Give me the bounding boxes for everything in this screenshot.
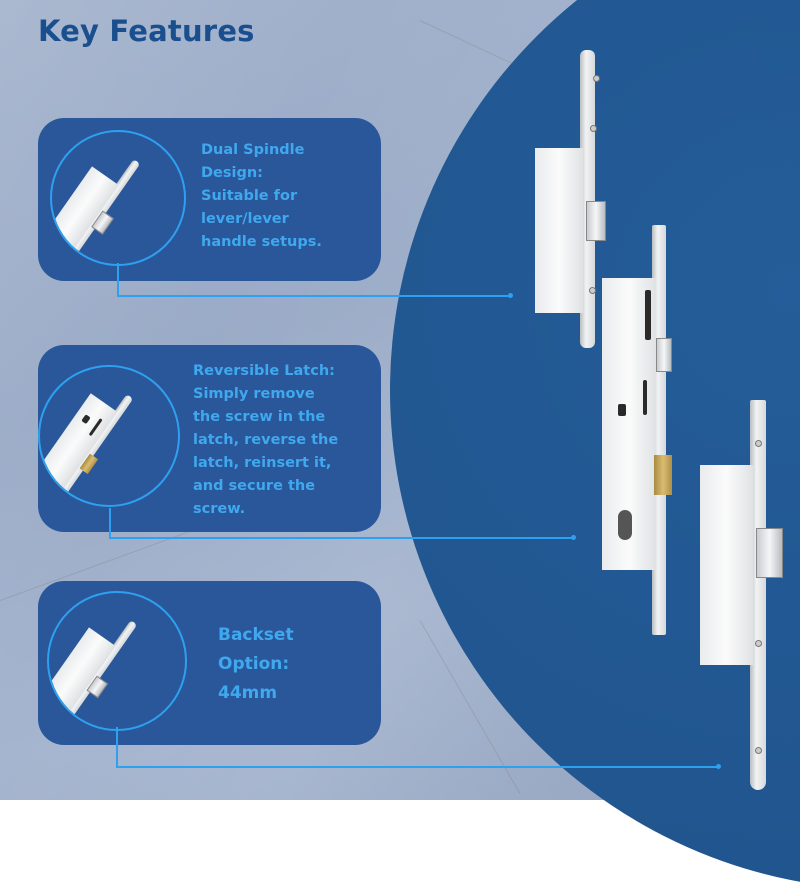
connector-dot-2 xyxy=(571,535,576,540)
lock-case-deadbolt-image xyxy=(50,130,186,266)
connector-line-2-vertical xyxy=(109,508,111,538)
connector-dot-1 xyxy=(508,293,513,298)
feature-text-backset-option: Backset Option: 44mm xyxy=(218,625,294,703)
connector-line-1-vertical xyxy=(117,263,119,296)
connector-line-1-horizontal xyxy=(117,295,510,297)
page-title: Key Features xyxy=(38,14,255,48)
feature-card-dual-spindle: Dual Spindle Design: Suitable for lever/… xyxy=(38,118,381,281)
feature-card-reversible-latch: Reversible Latch: Simply remove the scre… xyxy=(38,345,381,532)
connector-line-3-vertical xyxy=(116,727,118,767)
feature-text-reversible-latch: Reversible Latch: Simply remove the scre… xyxy=(193,363,339,517)
feature-card-backset-option: Backset Option: 44mm xyxy=(38,581,381,745)
feature-text-dual-spindle: Dual Spindle Design: Suitable for lever/… xyxy=(201,142,322,250)
connector-line-3-horizontal xyxy=(116,766,718,768)
lock-case-hook-image xyxy=(47,591,187,731)
connector-dot-3 xyxy=(716,764,721,769)
connector-line-2-horizontal xyxy=(109,537,573,539)
lock-centre-case-image xyxy=(38,365,180,507)
